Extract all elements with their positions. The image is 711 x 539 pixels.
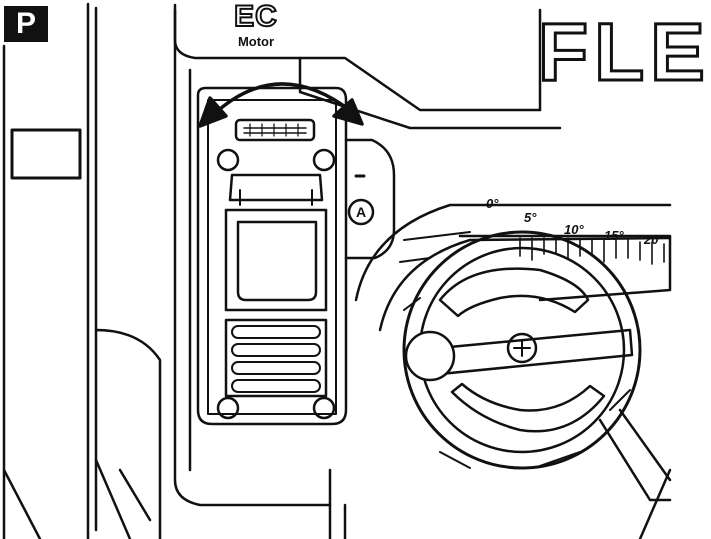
brand-logo-text: FLE <box>537 6 711 99</box>
panel-label: P <box>4 6 48 42</box>
lever-marker-label: A <box>355 204 367 220</box>
scale-tick-label: 10° <box>564 222 584 237</box>
scale-tick-label: 20° <box>644 232 664 247</box>
machine-frame <box>2 2 562 539</box>
bevel-knob <box>399 230 672 502</box>
scale-tick-label: 0° <box>486 196 499 211</box>
scale-tick-label: 15° <box>604 228 624 243</box>
scale-tick-label: 5° <box>524 210 537 225</box>
motor-badge-main: EC <box>233 0 278 33</box>
panel-label-text: P <box>15 7 36 40</box>
bevel-housing <box>354 8 672 539</box>
lever-housing <box>196 86 348 426</box>
motor-badge-sub: Motor <box>237 34 275 49</box>
line-art <box>2 2 672 539</box>
marker-bracket <box>344 138 396 260</box>
